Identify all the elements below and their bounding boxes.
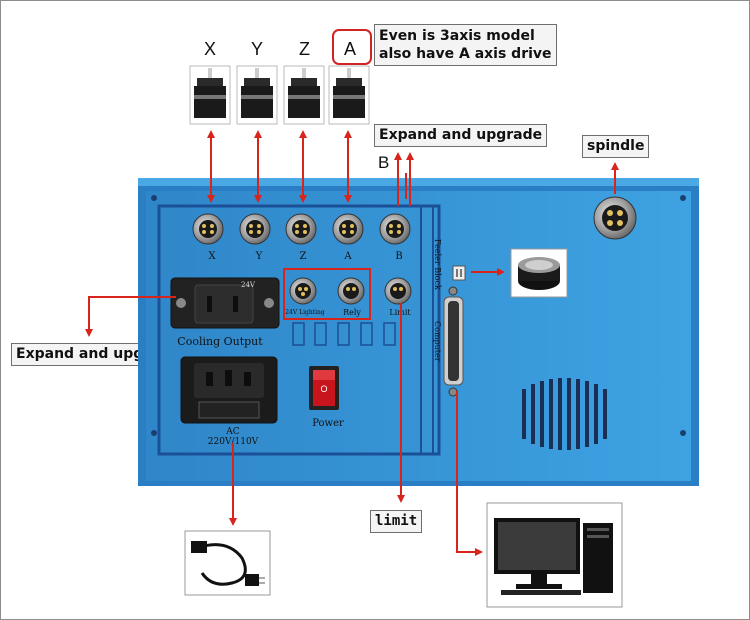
- callout-arrows: [85, 130, 619, 556]
- panel-label-a: A: [343, 251, 352, 262]
- stepper-motor-z-icon: [283, 65, 325, 125]
- panel-label-relay: Rely: [343, 308, 361, 317]
- panel-label-y: Y: [255, 251, 263, 262]
- cooling-output-socket-icon: [170, 277, 280, 329]
- b-axis-label: B: [378, 153, 390, 172]
- spindle-callout: spindle: [582, 135, 650, 158]
- panel-label-z: Z: [300, 251, 307, 262]
- desktop-computer-icon: [486, 502, 623, 608]
- feeler-block-port-icon: [452, 265, 466, 281]
- panel-label-x: X: [208, 251, 216, 262]
- a-axis-highlight: [332, 29, 372, 65]
- three-axis-note-line1: Even is 3axis model: [379, 28, 535, 44]
- ac-label-line1: AC: [225, 427, 239, 437]
- tool-setter-probe-icon: [510, 248, 568, 298]
- stepper-motor-a-icon: [328, 65, 370, 125]
- power-switch-icon: [309, 366, 339, 410]
- feeler-block-label: Feeler Block: [433, 239, 442, 290]
- panel-label-b: B: [395, 251, 402, 262]
- stepper-motor-y-icon: [236, 65, 278, 125]
- connector-b-icon: [379, 213, 411, 245]
- three-axis-note-line2: also have A axis drive: [379, 46, 552, 62]
- motor-label-a: A: [344, 39, 357, 59]
- motor-label-y: Y: [251, 39, 264, 59]
- socket-voltage-label: 24V: [241, 281, 256, 289]
- connector-limit-icon: [384, 277, 412, 305]
- ac-power-inlet-icon: [180, 356, 278, 424]
- limit-callout: limit: [370, 510, 423, 533]
- cooling-output-label: Cooling Output: [177, 335, 263, 348]
- switch-on-mark: O: [320, 384, 327, 394]
- connector-relay-icon: [337, 277, 365, 305]
- connector-z-icon: [285, 213, 317, 245]
- expand-upgrade-top-callout: Expand and upgrade: [374, 124, 548, 147]
- power-cord-icon: [184, 530, 271, 596]
- indicator-slots: [292, 322, 396, 346]
- connector-x-icon: [192, 213, 224, 245]
- db25-port-icon: [443, 286, 464, 397]
- lighting-relay-highlight: [283, 268, 371, 320]
- computer-label: Computer: [433, 321, 442, 362]
- motor-label-x: X: [204, 39, 217, 59]
- three-axis-note: Even is 3axis model also have A axis dri…: [374, 24, 557, 66]
- connector-lighting-icon: [289, 277, 317, 305]
- ac-label-line2: 220V/110V: [208, 437, 259, 447]
- connector-y-icon: [239, 213, 271, 245]
- panel-label-lighting: 24V Lighting: [285, 309, 325, 316]
- motor-label-z: Z: [299, 39, 310, 59]
- aviation-connectors: [192, 213, 411, 245]
- stepper-motor-x-icon: [189, 65, 231, 125]
- connector-a-icon: [332, 213, 364, 245]
- power-label: Power: [312, 418, 344, 429]
- spindle-connector-icon: [593, 196, 637, 240]
